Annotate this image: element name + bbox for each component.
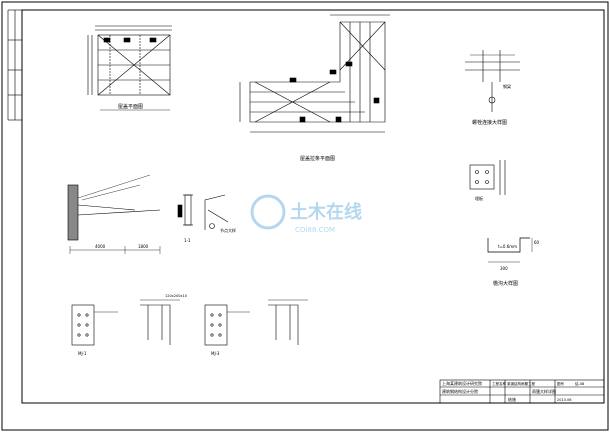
version: 2013.06 — [557, 398, 571, 402]
sheet-no-label: 图号 — [557, 381, 565, 386]
bolt-detail-view — [465, 50, 520, 112]
gutter-thickness: t=0.6mm — [498, 244, 517, 249]
corner-plan-title: 屋盖拉条平面图 — [300, 155, 335, 162]
title-block — [439, 379, 605, 404]
watermark-main: 土木在线 — [290, 201, 362, 223]
company-line2: 建筑钢结构设计分院 — [442, 388, 478, 394]
company-line1: 上海某建筑设计研究院 — [442, 380, 482, 386]
mj3-label: MJ-3 — [211, 351, 220, 356]
gutter-detail-title: 檐沟大样图 — [493, 280, 518, 287]
section-1-1-view — [177, 194, 193, 226]
mj3-view — [204, 304, 250, 346]
sheet-no-value: 结-08 — [575, 381, 584, 386]
mj2-view — [140, 299, 180, 345]
mj1-view — [71, 304, 118, 346]
project-label: 工程名称 — [492, 381, 506, 386]
bracket-label: 节点大样 — [220, 227, 236, 233]
mj4-view — [268, 299, 308, 345]
discipline: 结施 — [508, 396, 516, 402]
embed-plate-label: 埋板 — [475, 195, 483, 201]
canopy-section-view — [67, 174, 161, 254]
watermark-sub: COI88.COM — [295, 226, 335, 234]
watermark: 土木在线 COI88.COM — [250, 194, 362, 234]
binding-strip — [7, 9, 22, 121]
canopy-dim-4000: 4000 — [95, 244, 106, 249]
bolt-detail-title: 螺栓连接大样图 — [472, 119, 507, 126]
gutter-dim-60: 60 — [534, 240, 540, 245]
bracket-detail-view — [204, 194, 229, 230]
drawing-name: 雨篷大样详图 — [532, 388, 556, 394]
canopy-dim-1800: 1800 — [138, 244, 149, 249]
project-value: 某钢结构雨棚工程 — [507, 381, 535, 386]
roof-plan-view — [87, 25, 172, 111]
watermark-logo-icon — [250, 194, 286, 230]
mj1-label: MJ-1 — [78, 351, 87, 356]
section-1-1-label: 1-1 — [184, 238, 191, 243]
gutter-detail-view — [487, 237, 533, 263]
mj2-base-note: 120x200x10 — [165, 294, 187, 298]
drawing-frame — [21, 9, 605, 404]
corner-plan-view — [239, 14, 390, 133]
steel-beam-label: 钢梁 — [503, 83, 511, 89]
gutter-dim-300: 300 — [500, 266, 508, 271]
embed-plate-view — [469, 160, 506, 195]
roof-plan-title: 屋盖平面图 — [118, 103, 143, 110]
